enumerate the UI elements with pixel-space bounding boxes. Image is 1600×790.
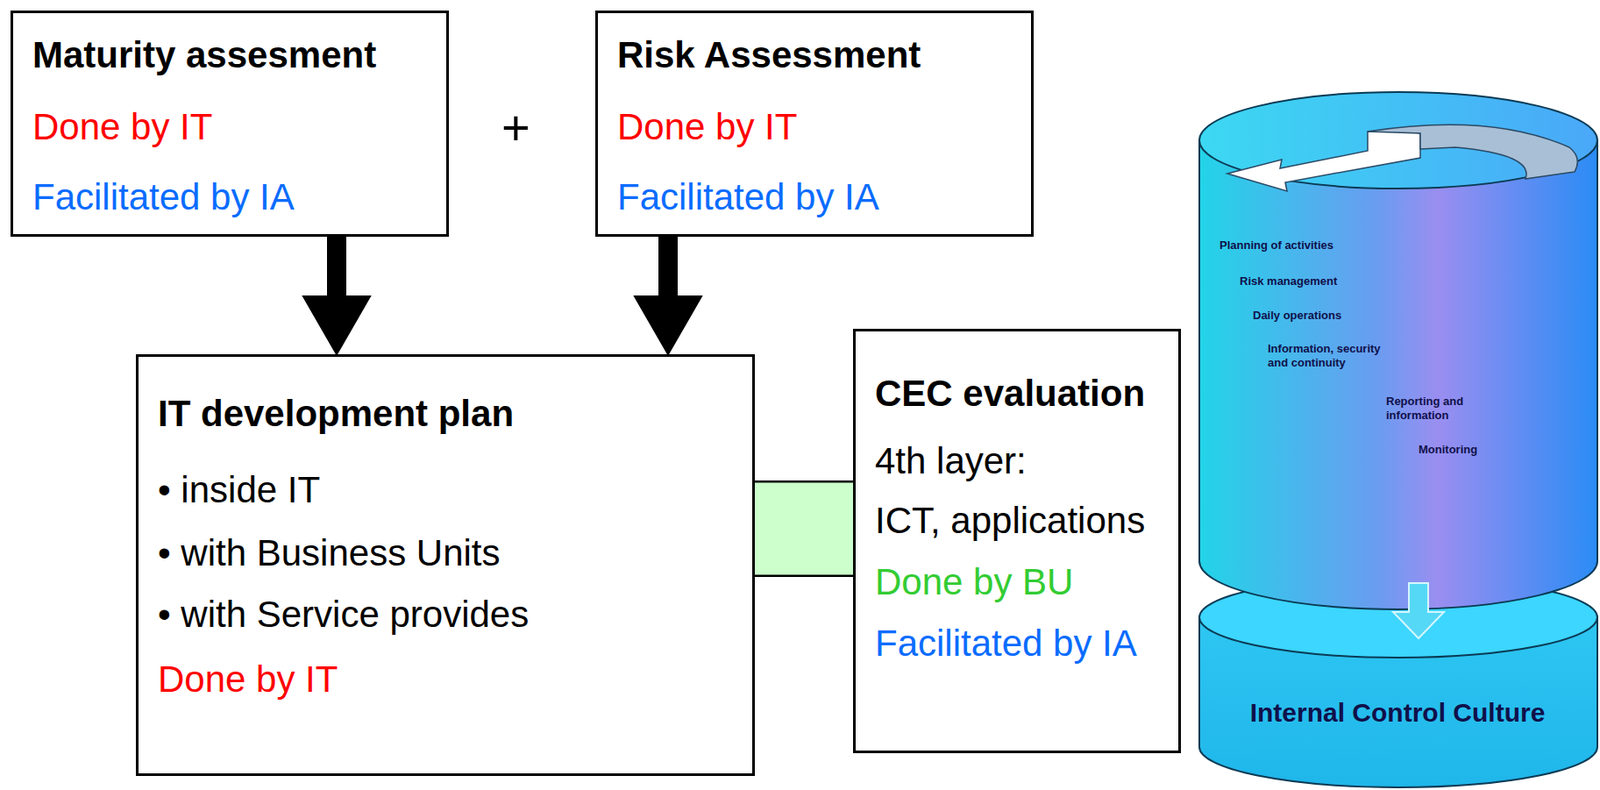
link-band xyxy=(753,528,855,530)
box-title: Risk Assessment xyxy=(617,33,921,78)
block-arrow xyxy=(1393,583,1444,639)
cycle-arrow xyxy=(1367,124,1578,179)
base-label: Internal Control Culture xyxy=(1250,696,1546,729)
box-text: Done by IT xyxy=(617,105,797,150)
box-text: Facilitated by IA xyxy=(874,621,1138,666)
cylinder-shape: Planning of activitiesRisk managementDai… xyxy=(1197,92,1598,584)
box-text: • with Service provides xyxy=(157,592,529,637)
box-text: 4th layer: xyxy=(874,439,1027,484)
box-text: Facilitated by IA xyxy=(617,175,880,220)
box-title: IT development plan xyxy=(157,391,514,436)
process-box: CEC evaluation 4th layer: ICT, application… xyxy=(853,328,1181,754)
cycle-arrow xyxy=(1227,130,1421,192)
arrow-shape xyxy=(634,236,702,355)
layer-label: Information, security and continuity xyxy=(1267,341,1400,370)
layer-label: Monitoring xyxy=(1418,442,1524,457)
box-text: • inside IT xyxy=(157,468,320,512)
cylinder-body xyxy=(1199,140,1598,610)
box-text: Done by IT xyxy=(32,105,213,150)
process-box: Maturity assesmentDone by IT Facilitated … xyxy=(10,10,449,237)
arrow-shape xyxy=(1393,583,1444,639)
block-arrow xyxy=(634,236,702,355)
band-fill xyxy=(753,483,855,576)
band-outline xyxy=(753,480,855,577)
process-box: Risk AssessmentDone by IT Facilitated by … xyxy=(595,10,1034,237)
box-text: Done by BU xyxy=(874,560,1074,605)
process-box: IT development plan • inside IT • with Bus… xyxy=(135,354,755,776)
arrow-shape xyxy=(303,236,370,355)
box-title: CEC evaluation xyxy=(874,371,1145,416)
box-text: ICT, applications xyxy=(874,498,1145,543)
layer-label: Planning of activities xyxy=(1219,238,1395,253)
layer-label: Risk management xyxy=(1239,274,1380,289)
cylinder-shape: Internal Control Culture xyxy=(1197,638,1598,788)
box-title: Maturity assesment xyxy=(32,33,377,78)
box-text: • with Business Units xyxy=(157,531,501,576)
box-text: Done by IT xyxy=(157,657,338,702)
box-text: Facilitated by IA xyxy=(32,175,295,220)
plus-sign: + xyxy=(501,98,531,157)
layer-label: Daily operations xyxy=(1252,308,1394,323)
block-arrow xyxy=(303,236,370,355)
layer-label: Reporting and information xyxy=(1386,394,1485,423)
